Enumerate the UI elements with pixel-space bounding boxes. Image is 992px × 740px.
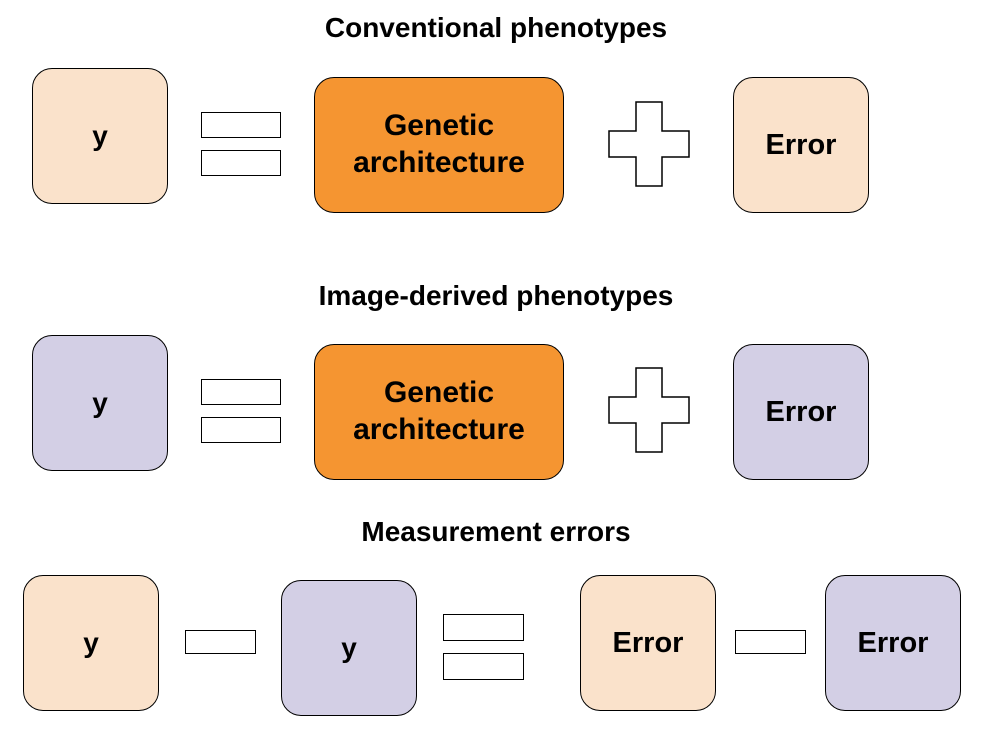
- plus-sign: [608, 101, 690, 187]
- y-box-image-derived: y: [32, 335, 168, 471]
- equals-bar-bottom: [443, 653, 524, 680]
- error-box-image-derived: Error: [733, 344, 869, 480]
- y-box-image-derived: y: [281, 580, 417, 716]
- minus-sign: [185, 630, 256, 654]
- equals-bar-top: [201, 379, 281, 405]
- error-label: Error: [765, 395, 837, 428]
- error-box-image-derived: Error: [825, 575, 961, 711]
- section-title-conventional: Conventional phenotypes: [324, 12, 668, 43]
- equals-bar-bottom: [201, 417, 281, 443]
- genetic-architecture-label: Genetic architecture: [353, 109, 525, 179]
- y-label: y: [341, 632, 357, 663]
- error-box-conventional: Error: [580, 575, 716, 711]
- minus-sign: [735, 630, 806, 654]
- genetic-architecture-box: Genetic architecture: [314, 344, 564, 480]
- error-label: Error: [765, 128, 837, 161]
- y-box-conventional: y: [32, 68, 168, 204]
- error-label: Error: [857, 626, 929, 659]
- error-label: Error: [612, 626, 684, 659]
- section-title-image-derived: Image-derived phenotypes: [318, 280, 674, 311]
- equals-bar-bottom: [201, 150, 281, 176]
- genetic-architecture-box: Genetic architecture: [314, 77, 564, 213]
- equals-bar-top: [443, 614, 524, 641]
- section-title-measurement-errors: Measurement errors: [361, 516, 631, 547]
- y-label: y: [83, 627, 99, 658]
- genetic-architecture-label: Genetic architecture: [353, 376, 525, 446]
- plus-sign: [608, 367, 690, 453]
- y-label: y: [92, 387, 108, 418]
- error-box-conventional: Error: [733, 77, 869, 213]
- equals-bar-top: [201, 112, 281, 138]
- y-box-conventional: y: [23, 575, 159, 711]
- y-label: y: [92, 120, 108, 151]
